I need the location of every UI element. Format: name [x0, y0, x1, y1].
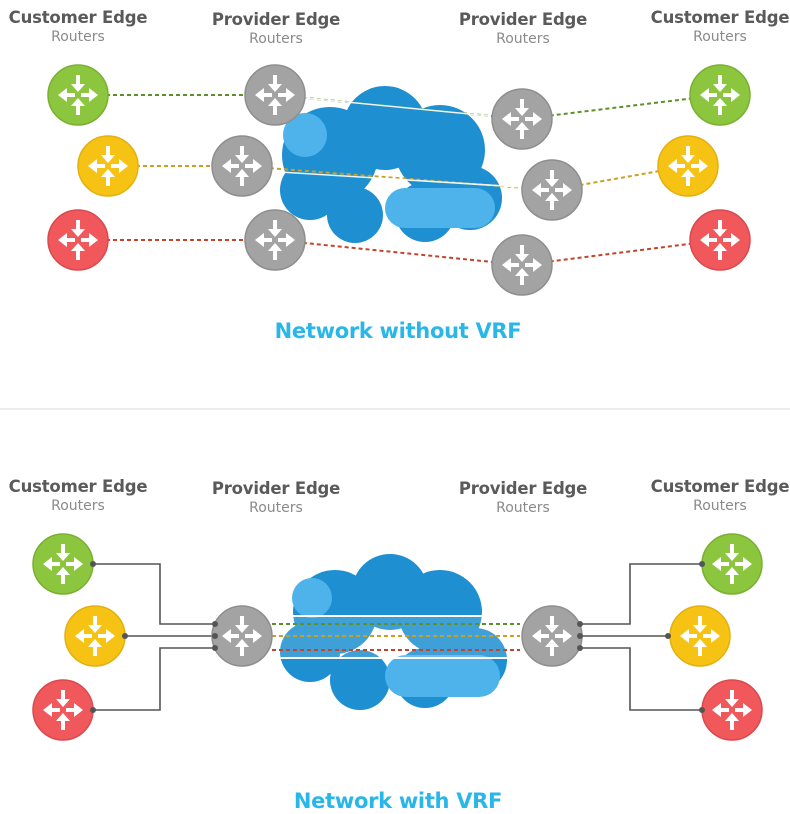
label-title: Provider Edge [458, 10, 588, 29]
top-caption: Network without VRF [274, 319, 522, 343]
label-sub: Routers [693, 498, 747, 514]
label-sub: Routers [51, 498, 105, 514]
top-pe-right-router-icon [491, 234, 553, 296]
label-sub: Routers [249, 500, 303, 516]
bottom-ce-left-red-router-icon [32, 679, 94, 741]
top-pe-left-router-icon [244, 209, 306, 271]
bottom-ce-left-yellow-router-icon [64, 605, 126, 667]
bottom-pe-right-router-icon [521, 605, 583, 667]
label-sub: Routers [249, 31, 303, 47]
label-title: Provider Edge [211, 479, 341, 498]
top-customer-edge-right-label: Customer Edge Routers [640, 8, 790, 45]
label-title: Provider Edge [211, 10, 341, 29]
connection-dots [90, 561, 705, 713]
top-cloud-icon [280, 86, 502, 243]
section-divider [0, 408, 790, 410]
bottom-ce-right-yellow-router-icon [669, 605, 731, 667]
bottom-customer-edge-right-label: Customer Edge Routers [640, 477, 790, 514]
label-title: Provider Edge [458, 479, 588, 498]
label-sub: Routers [496, 31, 550, 47]
top-ce-left-yellow-router-icon [77, 135, 139, 197]
top-customer-edge-left-label: Customer Edge Routers [0, 8, 158, 45]
label-title: Customer Edge [8, 8, 148, 27]
bottom-provider-edge-left-label: Provider Edge Routers [196, 479, 356, 516]
top-pe-right-router-icon [491, 88, 553, 150]
bottom-left-wires [93, 563, 215, 711]
top-cloud-bands [279, 97, 521, 188]
top-ce-right-red-router-icon [689, 209, 751, 271]
bottom-provider-edge-right-label: Provider Edge Routers [443, 479, 603, 516]
top-pe-left-router-icon [244, 64, 306, 126]
label-title: Customer Edge [650, 8, 790, 27]
top-pe-left-router-icon [211, 135, 273, 197]
top-ce-right-green-router-icon [689, 64, 751, 126]
bottom-ce-left-green-router-icon [32, 533, 94, 595]
label-title: Customer Edge [650, 477, 790, 496]
bottom-pe-left-router-icon [211, 605, 273, 667]
bottom-caption: Network with VRF [293, 789, 503, 813]
top-red-link [521, 239, 721, 266]
top-provider-edge-right-label: Provider Edge Routers [443, 10, 603, 47]
bottom-customer-edge-left-label: Customer Edge Routers [0, 477, 158, 514]
label-sub: Routers [496, 500, 550, 516]
label-sub: Routers [51, 29, 105, 45]
top-red-link [274, 239, 523, 266]
top-provider-edge-left-label: Provider Edge Routers [196, 10, 356, 47]
top-ce-left-red-router-icon [47, 209, 109, 271]
top-ce-right-yellow-router-icon [657, 135, 719, 197]
label-title: Customer Edge [8, 477, 148, 496]
bottom-vrf-tunnel [272, 615, 520, 659]
top-ce-left-green-router-icon [47, 64, 109, 126]
bottom-cloud-icon [280, 554, 507, 710]
label-sub: Routers [693, 29, 747, 45]
top-pe-right-router-icon [521, 159, 583, 221]
bottom-ce-right-red-router-icon [701, 679, 763, 741]
top-green-link [521, 94, 721, 120]
bottom-right-wires [580, 563, 702, 711]
bottom-ce-right-green-router-icon [701, 533, 763, 595]
